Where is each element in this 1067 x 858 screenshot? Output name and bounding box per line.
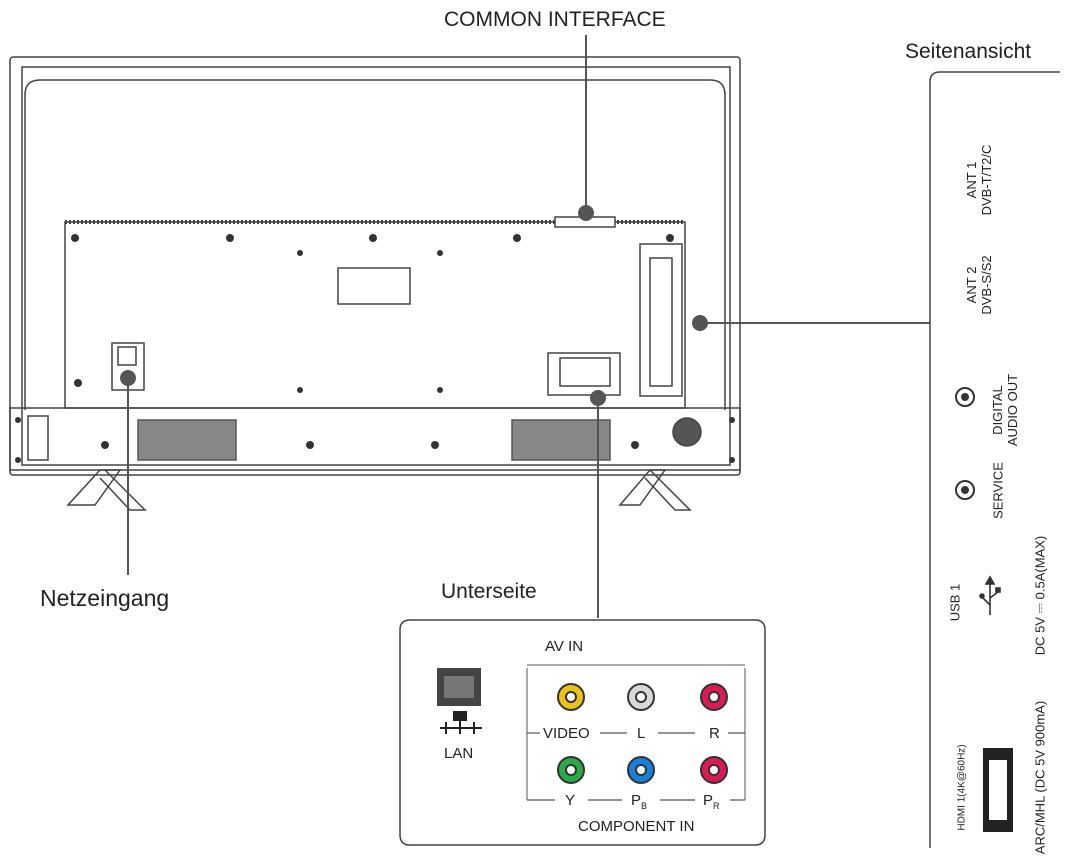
digital-audio-out-label: DIGITAL AUDIO OUT: [990, 365, 1020, 455]
tv-outer-frame: [9, 56, 741, 476]
left-stand: [66, 469, 147, 511]
video-label: VIDEO: [543, 725, 590, 742]
pb-main: P: [631, 792, 642, 809]
pb-sub: B: [641, 801, 648, 811]
pr-sub: R: [713, 801, 720, 811]
usb-icon: [979, 575, 1001, 615]
ant1-text: ANT 1: [964, 161, 979, 199]
side-jacks: [955, 387, 975, 500]
tv-inner-frame: [21, 66, 731, 466]
hdmi-arc-label: ARC/MHL (DC 5V 900mA): [1032, 700, 1048, 855]
l-label: L: [637, 725, 646, 742]
power-input-label: Netzeingang: [40, 585, 170, 611]
bottom-side-label: Unterseite: [441, 580, 537, 603]
speaker-bar: [9, 407, 741, 471]
ant2-label: ANT 2 DVB-S/S2: [964, 240, 994, 330]
side-view-label: Seitenansicht: [905, 40, 1032, 63]
tv-inner-curve: [24, 79, 726, 410]
audio-out-text: AUDIO OUT: [1005, 373, 1020, 447]
ant2-text: ANT 2: [964, 266, 979, 304]
ant1-label: ANT 1 DVB-T/T2/C: [964, 135, 994, 225]
usb-label: USB 1: [947, 583, 963, 622]
service-label: SERVICE: [990, 462, 1006, 519]
r-label: R: [709, 725, 720, 742]
bottom-recess: [547, 352, 621, 396]
side-view-panel: [929, 71, 1060, 848]
pr-main: P: [703, 792, 714, 809]
y-label: Y: [565, 792, 576, 809]
side-connector-panel: [639, 243, 683, 397]
right-speaker-grille: [511, 419, 611, 461]
lan-icon: [440, 711, 482, 734]
ant2-standard: DVB-S/S2: [979, 255, 994, 315]
right-stand: [618, 469, 692, 511]
center-slot: [337, 267, 411, 305]
av-in-label: AV IN: [545, 638, 584, 655]
common-interface-label: COMMON INTERFACE: [444, 8, 666, 31]
hdmi-label: HDMI 1(4K@60Hz): [956, 744, 968, 831]
ant1-standard: DVB-T/T2/C: [979, 144, 994, 216]
usb-power-label: DC 5V ⎓ 0.5A(MAX): [1032, 535, 1048, 656]
back-cover: [64, 221, 686, 409]
lan-label: LAN: [444, 745, 474, 762]
bottom-panel-box: [399, 619, 766, 846]
pb-label: PB: [631, 792, 647, 811]
digital-text: DIGITAL: [990, 385, 1005, 435]
pr-label: PR: [703, 792, 720, 811]
left-speaker-grille: [137, 419, 237, 461]
component-in-label: COMPONENT IN: [578, 818, 695, 835]
